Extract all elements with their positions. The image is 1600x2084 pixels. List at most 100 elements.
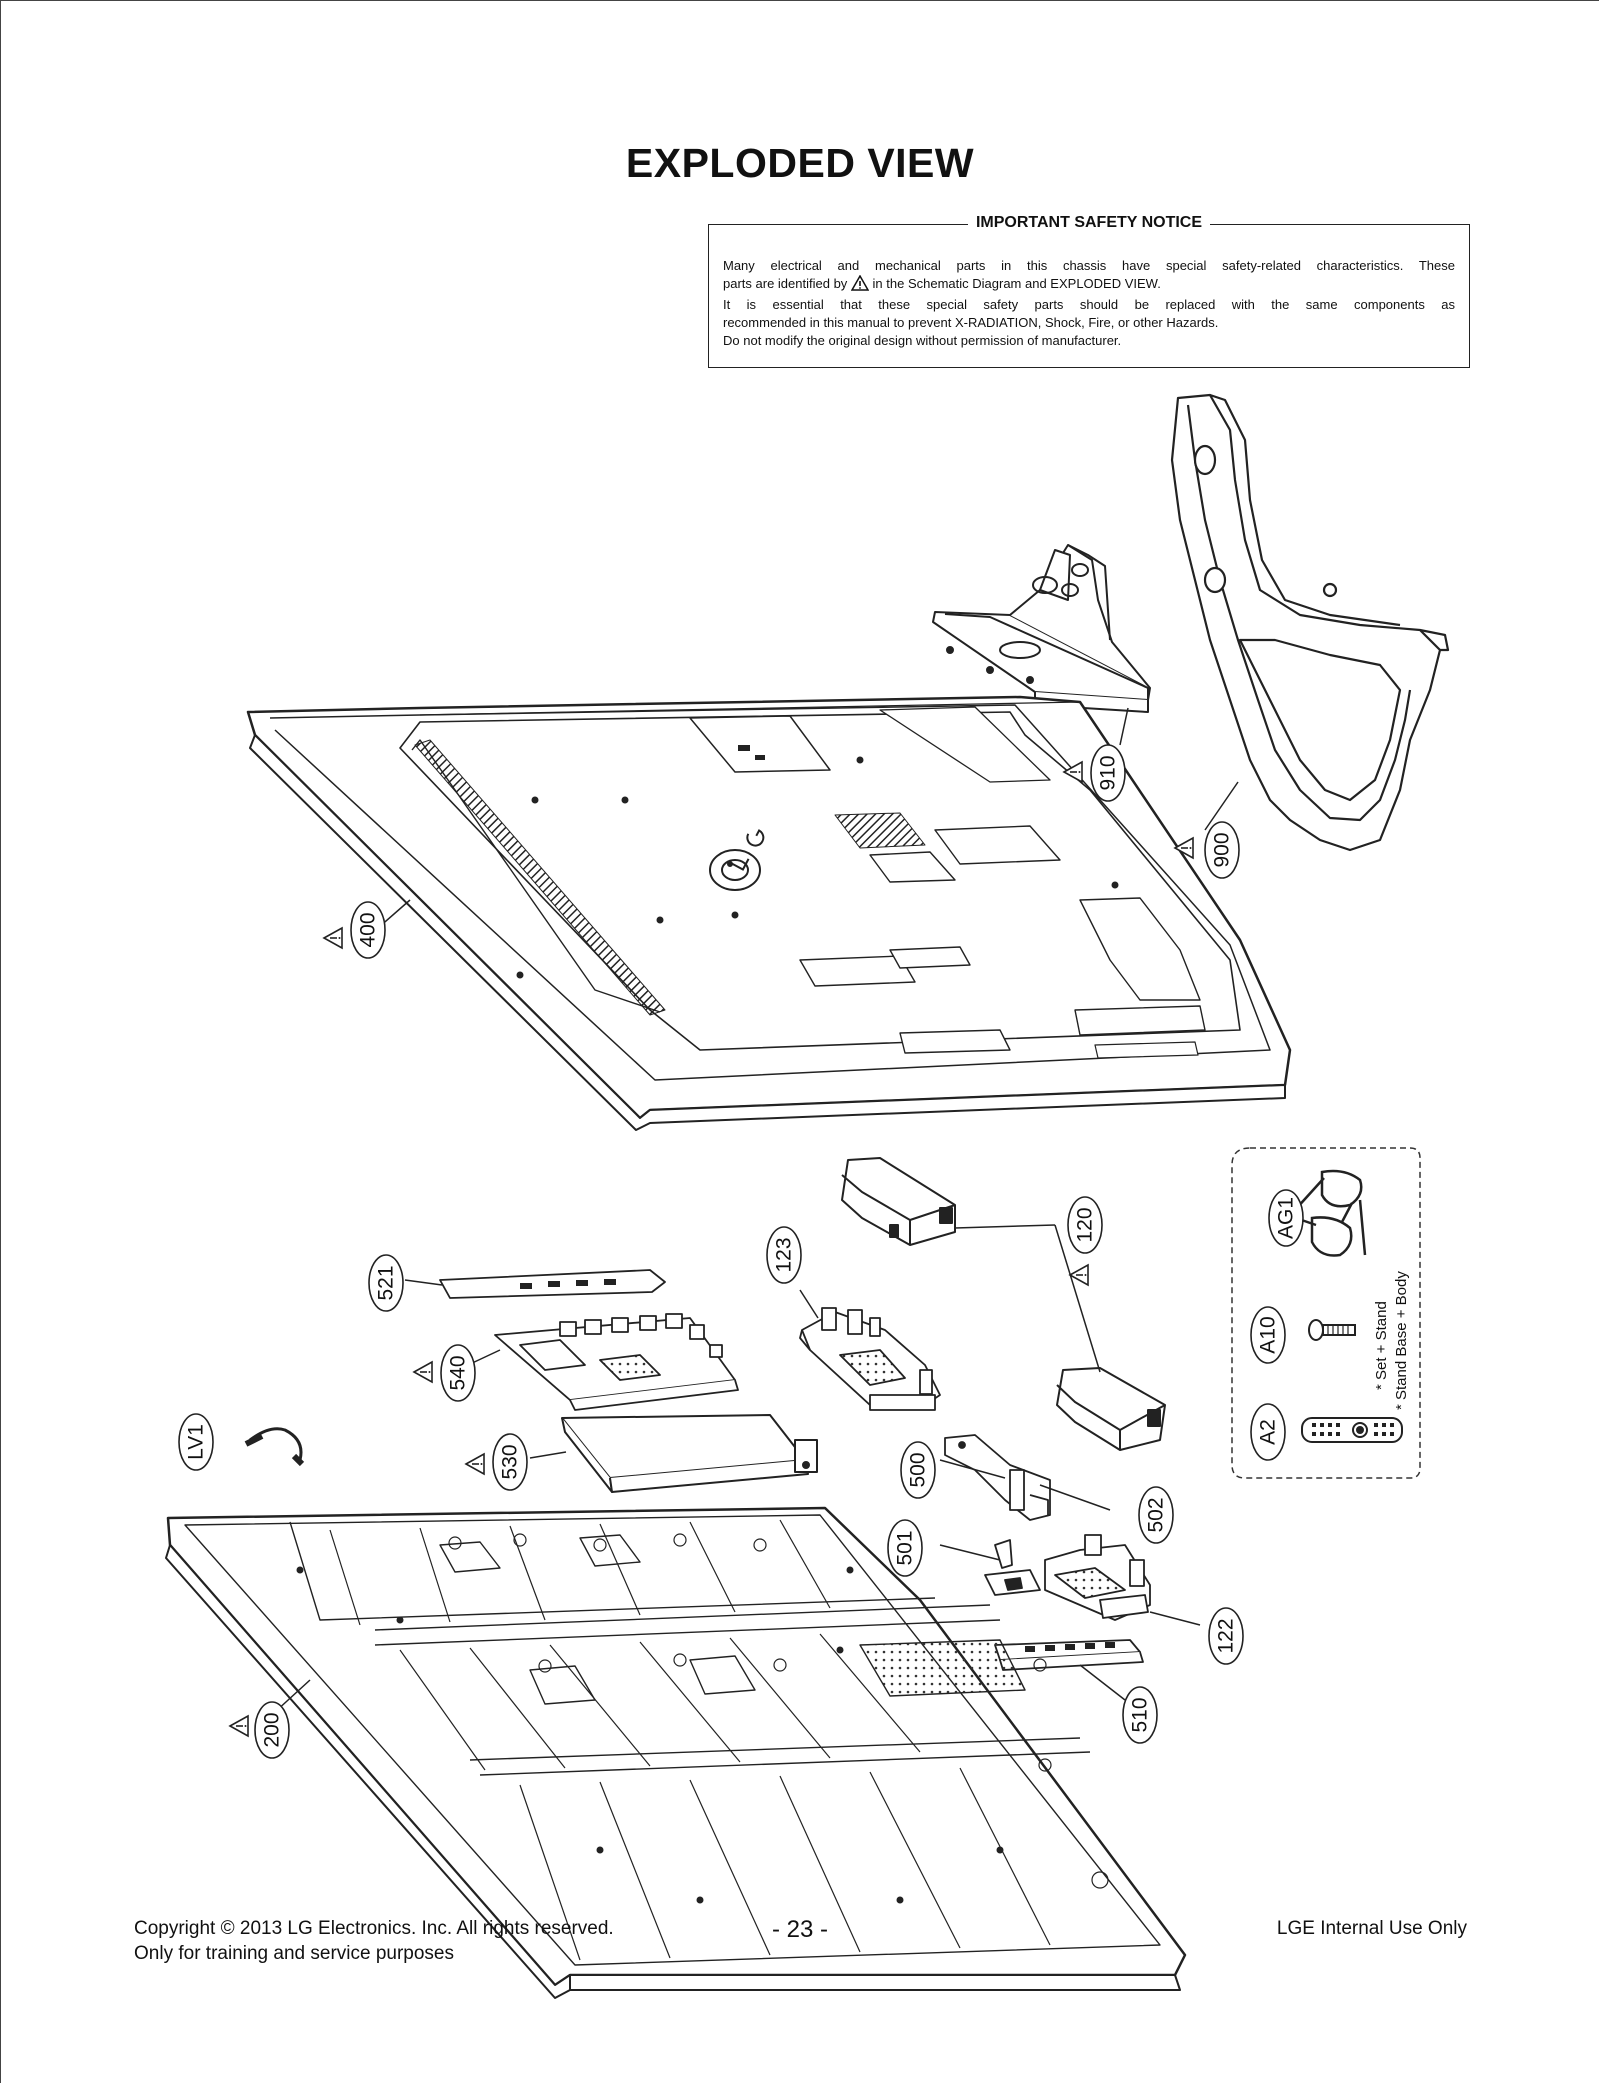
- callout-530-label: 530: [499, 1444, 522, 1479]
- leader-123: [799, 1289, 819, 1319]
- callout-122-label: 122: [1215, 1618, 1238, 1653]
- callout-910-label: 910: [1097, 755, 1120, 790]
- lg-logo-letters: [730, 829, 765, 871]
- callout-a10-label: A10: [1257, 1316, 1280, 1353]
- callout-200-label: 200: [261, 1712, 284, 1747]
- callout-400: 400: [350, 901, 386, 959]
- notice-line-2-pre: parts are identified by: [723, 276, 848, 291]
- callout-200: 200: [254, 1701, 290, 1759]
- speaker-lower-part: [1056, 1367, 1166, 1451]
- footer-purpose: Only for training and service purposes: [134, 1943, 454, 1964]
- warning-triangle-900-icon: [1173, 836, 1194, 860]
- main-board-540: [494, 1313, 739, 1411]
- accessory-box: [1231, 1147, 1421, 1479]
- callout-a2-label: A2: [1257, 1419, 1280, 1445]
- speaker-upper-part: [841, 1157, 956, 1246]
- lg-logo: [709, 849, 761, 891]
- warning-triangle-910-icon: [1062, 760, 1083, 784]
- callout-501-label: 501: [894, 1530, 917, 1565]
- callout-530: 530: [492, 1433, 528, 1491]
- callout-900-oval: [1204, 821, 1240, 879]
- safety-notice-box: IMPORTANT SAFETY NOTICE Many electrical …: [708, 214, 1470, 368]
- warning-triangle-400-icon: [322, 926, 343, 950]
- screw-icon: [1308, 1319, 1356, 1341]
- bracket-501: [984, 1539, 1041, 1596]
- callout-122: 122: [1208, 1607, 1244, 1665]
- callout-120: 120: [1067, 1196, 1103, 1254]
- leader-120-b: [1054, 1224, 1101, 1373]
- safety-marks-layer: [228, 760, 1194, 1738]
- callout-200-oval: [254, 1701, 290, 1759]
- leader-910: [1119, 707, 1129, 746]
- leader-502: [1039, 1484, 1111, 1511]
- stand-base-part: [1170, 393, 1450, 852]
- callout-ag1-oval: [1268, 1189, 1304, 1247]
- callout-120-oval: [1067, 1196, 1103, 1254]
- callout-a2: A2: [1250, 1403, 1286, 1461]
- callout-530-oval: [492, 1433, 528, 1491]
- callout-510-oval: [1122, 1686, 1158, 1744]
- footer-internal-use: LGE Internal Use Only: [1276, 1918, 1467, 1939]
- leader-530: [529, 1451, 567, 1459]
- callout-521-label: 521: [375, 1265, 398, 1300]
- svg-text:* Set + Stand: * Set + Stand: [1373, 1301, 1390, 1390]
- warning-triangle-530-icon: [464, 1452, 485, 1476]
- notice-line-2: parts are identified by in the Schematic…: [723, 274, 1455, 296]
- callout-521: 521: [368, 1254, 404, 1312]
- callout-501: 501: [887, 1519, 923, 1577]
- warning-triangle-120-icon: [1068, 1263, 1089, 1287]
- callout-900: 900: [1204, 821, 1240, 879]
- footer-copyright: Copyright © 2013 LG Electronics. Inc. Al…: [134, 1918, 614, 1939]
- leader-900: [1204, 781, 1239, 831]
- callout-a10: A10: [1250, 1306, 1286, 1364]
- bracket-500: [944, 1434, 1051, 1521]
- notice-line-3: It is essential that these special safet…: [723, 297, 1455, 312]
- callout-a10-oval: [1250, 1306, 1286, 1364]
- callout-122-oval: [1208, 1607, 1244, 1665]
- warning-triangle-icon: [850, 274, 870, 296]
- remote-control-icon: [1301, 1417, 1403, 1443]
- callout-502: 502: [1138, 1486, 1174, 1544]
- callout-123-oval: [766, 1226, 802, 1284]
- lvds-cable-lv1: [244, 1427, 305, 1467]
- notice-line-1: Many electrical and mechanical parts in …: [723, 258, 1455, 273]
- notice-line-2-post: in the Schematic Diagram and EXPLODED VI…: [872, 276, 1161, 291]
- leader-500: [939, 1459, 1006, 1479]
- leader-521: [404, 1279, 443, 1286]
- callout-900-label: 900: [1211, 832, 1234, 867]
- callout-123-label: 123: [773, 1237, 796, 1272]
- callout-510-label: 510: [1129, 1697, 1152, 1732]
- callout-lv1: LV1: [178, 1413, 214, 1471]
- callout-400-label: 400: [357, 912, 380, 947]
- callout-123: 123: [766, 1226, 802, 1284]
- callout-540: 540: [440, 1344, 476, 1402]
- callout-120-label: 120: [1074, 1207, 1097, 1242]
- callout-ag1: AG1: [1268, 1189, 1304, 1247]
- callout-510: 510: [1122, 1686, 1158, 1744]
- page-title: EXPLODED VIEW: [625, 140, 975, 186]
- back-cover-part: [246, 695, 1292, 1131]
- callout-540-oval: [440, 1344, 476, 1402]
- safety-notice-heading-wrap: IMPORTANT SAFETY NOTICE: [709, 214, 1469, 232]
- callout-521-oval: [368, 1254, 404, 1312]
- warning-triangle-540-icon: [412, 1360, 433, 1384]
- accessory-note-set-stand: * Set + Stand: [1373, 1301, 1390, 1390]
- lcd-module-part: [165, 1506, 1187, 1999]
- callout-ag1-label: AG1: [1275, 1197, 1298, 1239]
- callout-lv1-label: LV1: [185, 1424, 208, 1460]
- callout-910-oval: [1090, 744, 1126, 802]
- safety-notice-body: Many electrical and mechanical parts in …: [723, 257, 1455, 350]
- callout-400-oval: [350, 901, 386, 959]
- callout-500: 500: [900, 1441, 936, 1499]
- key-board-510: [994, 1639, 1144, 1671]
- safety-notice-heading: IMPORTANT SAFETY NOTICE: [967, 214, 1211, 231]
- notice-line-5: Do not modify the original design withou…: [723, 333, 1122, 348]
- notice-line-4: recommended in this manual to prevent X-…: [723, 315, 1219, 330]
- callout-lv1-oval: [178, 1413, 214, 1471]
- power-board-530: [561, 1414, 818, 1493]
- page-number: - 23 -: [771, 1916, 828, 1943]
- callout-502-label: 502: [1145, 1497, 1168, 1532]
